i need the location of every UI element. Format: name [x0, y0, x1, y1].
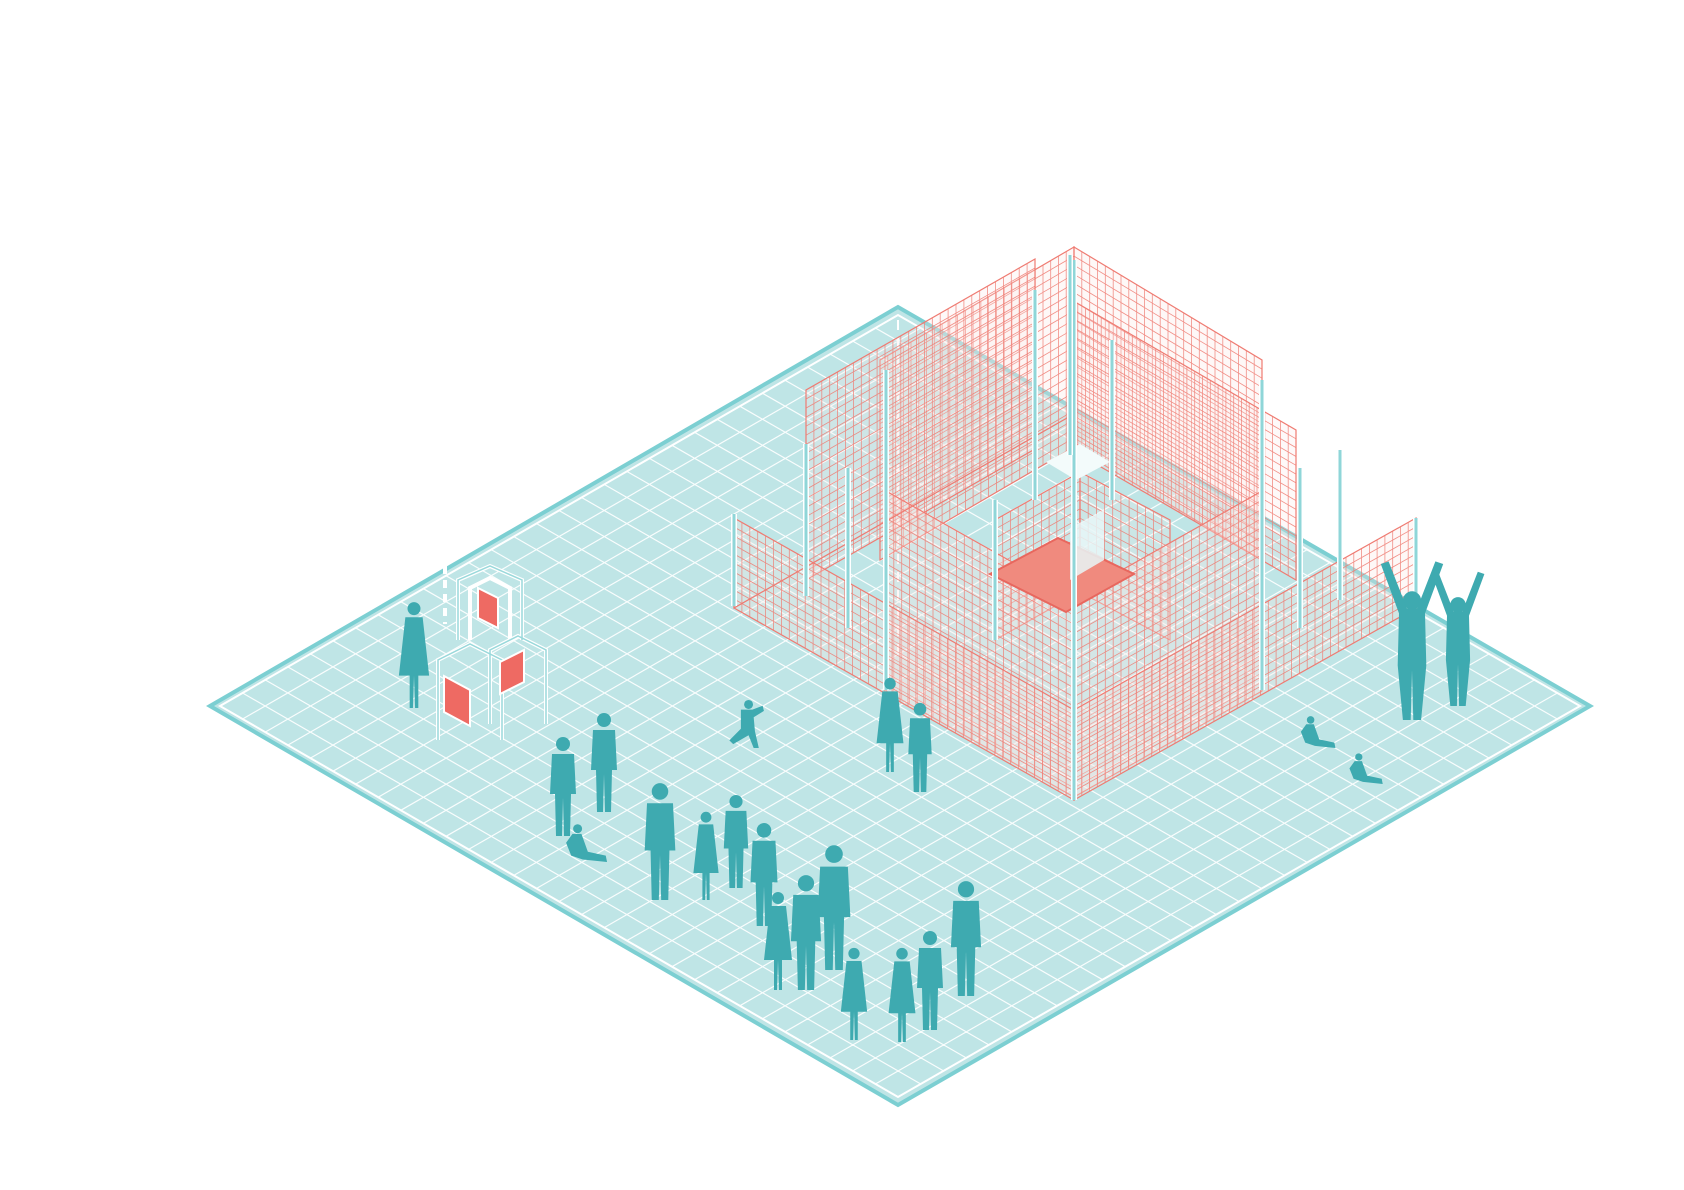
person-man-standing [790, 875, 822, 990]
person-body [1349, 761, 1383, 784]
person-body [1380, 561, 1444, 720]
pavilion-floor-platform [987, 536, 1137, 614]
person-woman-standing [840, 947, 868, 1040]
person-head [884, 677, 896, 690]
person-man-standing [750, 823, 778, 926]
person-man-standing [917, 931, 943, 1030]
person-body [840, 961, 868, 1040]
person-body [1300, 724, 1336, 748]
person-body [876, 691, 904, 772]
person-head [700, 811, 712, 823]
person-body [723, 810, 749, 888]
mesh-panel-grid [1073, 495, 1263, 793]
pavilion-posts [731, 255, 1419, 800]
person-body [888, 961, 916, 1042]
person-woman-sitting [1300, 716, 1336, 748]
person-sitting [566, 824, 608, 862]
people-silhouettes [398, 561, 1485, 1042]
pavilion-roof-opening [1046, 444, 1110, 480]
red-exhibit-panel [499, 648, 525, 696]
person-girl-standing [693, 811, 719, 900]
person-cheering [1431, 571, 1485, 706]
person-body [790, 894, 822, 990]
person-body [398, 617, 430, 708]
mesh-panel-grid [733, 413, 1075, 609]
person-body [950, 900, 982, 996]
person-body [644, 803, 676, 900]
exhibit-kiosk [436, 563, 548, 740]
person-head [556, 737, 570, 751]
pavilion-entrance-gap [1070, 510, 1104, 580]
person-photographer-kneeling [729, 700, 764, 748]
red-exhibit-panel [443, 674, 471, 728]
person-man-sitting [1349, 753, 1383, 784]
person-head [825, 845, 843, 863]
mesh-panel-grid [805, 263, 1036, 576]
person-body [550, 754, 576, 836]
person-man-standing [908, 702, 932, 792]
person-man-standing [550, 737, 576, 836]
person-body [764, 906, 792, 990]
person-head [744, 700, 754, 709]
person-man-standing [591, 713, 617, 812]
person-body [693, 824, 719, 900]
person-body [591, 730, 617, 812]
person-body [917, 948, 943, 1030]
person-woman-standing [888, 947, 916, 1042]
person-head [772, 892, 784, 904]
person-body [750, 840, 778, 926]
mesh-panel-grid [885, 495, 1075, 793]
person-body [817, 866, 851, 970]
person-head [848, 947, 860, 960]
person-head [1306, 716, 1315, 724]
person-man-standing [817, 845, 851, 970]
person-head [573, 824, 583, 834]
person-head [756, 823, 772, 838]
person-woman-standing [876, 677, 904, 772]
red-exhibit-panel [477, 586, 499, 630]
person-woman-standing [723, 794, 749, 888]
mesh-panel-grid [733, 522, 1075, 796]
person-man-standing [950, 881, 982, 996]
person-head [651, 783, 669, 800]
person-man-standing [644, 783, 676, 900]
person-cheering [1380, 561, 1444, 720]
person-head [1402, 591, 1422, 610]
person-head [1355, 753, 1363, 761]
person-head [957, 881, 975, 898]
person-body [908, 718, 932, 792]
person-head [913, 702, 927, 716]
person-woman-standing [764, 892, 792, 990]
person-head [896, 947, 908, 960]
person-head [1450, 597, 1466, 613]
person-head [407, 602, 421, 616]
person-body [1431, 571, 1485, 706]
mesh-panels [733, 245, 1417, 802]
person-head [597, 713, 611, 727]
person-head [923, 931, 937, 945]
person-head [797, 875, 815, 892]
mesh-pavilion [731, 245, 1419, 802]
person-woman-standing [398, 602, 430, 708]
person-head [729, 794, 743, 809]
person-body [566, 833, 608, 862]
person-body [729, 705, 764, 748]
